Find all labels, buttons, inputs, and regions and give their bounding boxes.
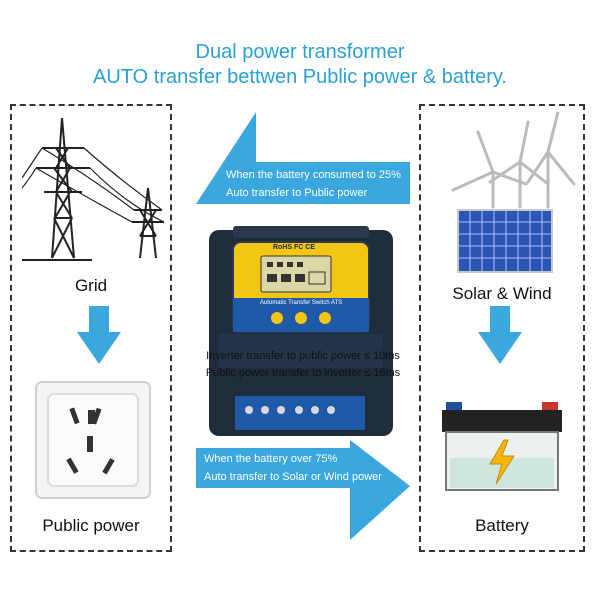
right-panel [419, 104, 585, 552]
page-title: Dual power transformer [195, 41, 405, 63]
bottom-arrow-text: When the battery over 75% Auto transfer … [204, 453, 382, 483]
arrow-left-banner [196, 112, 410, 204]
battery-icon [442, 402, 562, 491]
solar-wind-label: Solar & Wind [452, 284, 552, 303]
arrow-right-banner [196, 440, 410, 540]
solar-wind-icon [451, 112, 576, 273]
arrow-down-icon [478, 306, 522, 364]
device-name-text: Automatic Transfer Switch ATS [259, 300, 343, 306]
device-cert-text: RoHS FC CE [273, 244, 315, 251]
public-power-label: Public power [42, 516, 140, 535]
ats-device-body [209, 226, 393, 436]
ats-device: RoHS FC CE Automatic Transfer Switch ATS [205, 220, 397, 440]
transfer-time-text: Inverter transfer to public power ≤ 10ms… [205, 350, 401, 379]
grid-label: Grid [74, 276, 108, 295]
grid-tower-icon [22, 118, 165, 261]
page-subtitle: AUTO transfer bettwen Public power & bat… [93, 66, 507, 88]
power-outlet-icon [35, 381, 151, 499]
top-arrow-text: When the battery consumed to 25% Auto tr… [226, 169, 401, 199]
left-panel [10, 104, 172, 552]
battery-label: Battery [475, 516, 529, 535]
arrow-down-icon [77, 306, 121, 364]
